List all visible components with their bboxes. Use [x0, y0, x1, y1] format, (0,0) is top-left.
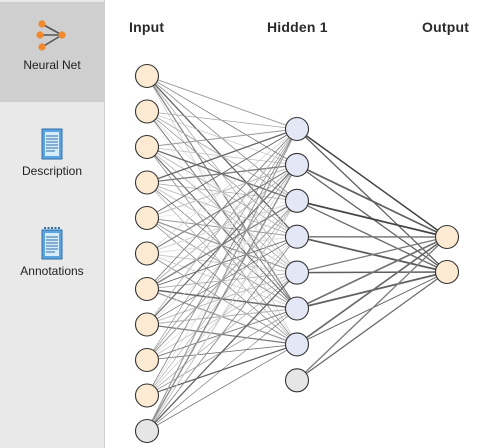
connection-line [146, 128, 298, 432]
connection-line [146, 128, 298, 290]
connection-line [146, 200, 298, 432]
sidebar-item-label: Description [21, 164, 83, 178]
connection-line [146, 128, 298, 184]
connection-line [146, 128, 298, 361]
input-neuron[interactable] [134, 170, 160, 195]
hidden-neuron[interactable] [284, 224, 310, 249]
input-neuron[interactable] [134, 241, 160, 266]
input-neuron[interactable] [134, 312, 160, 337]
hidden-neuron[interactable] [284, 152, 310, 177]
connection-group [146, 75, 448, 432]
connection-line [146, 128, 298, 325]
layer-title-output: Output [422, 19, 470, 35]
output-neuron[interactable] [434, 224, 460, 250]
connection-line [146, 128, 298, 254]
input-neuron[interactable] [134, 205, 160, 231]
input-neuron[interactable] [134, 347, 160, 373]
sidebar-item-neural-net[interactable]: Neural Net [0, 2, 104, 102]
input-neuron[interactable] [134, 134, 160, 160]
bias-neuron[interactable] [284, 368, 310, 393]
connection-line [296, 236, 448, 274]
sidebar: Neural Net Description [0, 0, 105, 448]
annotation-document-icon [41, 226, 63, 260]
connection-line [296, 199, 448, 238]
hidden-neuron[interactable] [284, 188, 310, 213]
hidden-neuron[interactable] [284, 296, 310, 321]
document-icon [41, 128, 63, 160]
connection-line [296, 164, 448, 238]
neural-net-icon [36, 19, 68, 53]
sidebar-item-annotations[interactable]: Annotations [0, 224, 104, 284]
connection-line [146, 164, 298, 432]
connection-line [296, 236, 448, 346]
bias-neuron[interactable] [134, 418, 160, 444]
input-neuron[interactable] [134, 63, 160, 89]
connection-line [296, 128, 448, 238]
hidden-neuron[interactable] [284, 260, 310, 285]
network-diagram [134, 63, 460, 444]
connection-line [146, 272, 298, 432]
layer-title-hidden: Hidden 1 [267, 19, 328, 35]
layer-title-input: Input [129, 19, 165, 35]
connection-line [146, 344, 298, 432]
connection-line [146, 128, 298, 219]
connection-line [296, 236, 448, 310]
input-neuron[interactable] [134, 383, 160, 408]
network-view: Input Hidden 1 Output [105, 0, 479, 448]
hidden-neuron[interactable] [284, 116, 310, 142]
connection-line [296, 271, 448, 381]
connection-line [146, 75, 298, 130]
connection-line [146, 128, 298, 396]
connection-line [296, 236, 448, 381]
output-neuron[interactable] [434, 259, 460, 285]
sidebar-item-label: Annotations [20, 264, 84, 278]
connection-line [146, 308, 298, 432]
hidden-neuron[interactable] [284, 332, 310, 357]
connection-line [146, 111, 298, 130]
sidebar-item-label: Neural Net [23, 58, 81, 72]
neuron-group [134, 63, 460, 444]
sidebar-item-description[interactable]: Description [0, 124, 104, 184]
input-neuron[interactable] [134, 276, 160, 302]
input-neuron[interactable] [134, 99, 160, 124]
connection-line [146, 128, 298, 148]
connection-line [146, 236, 298, 432]
